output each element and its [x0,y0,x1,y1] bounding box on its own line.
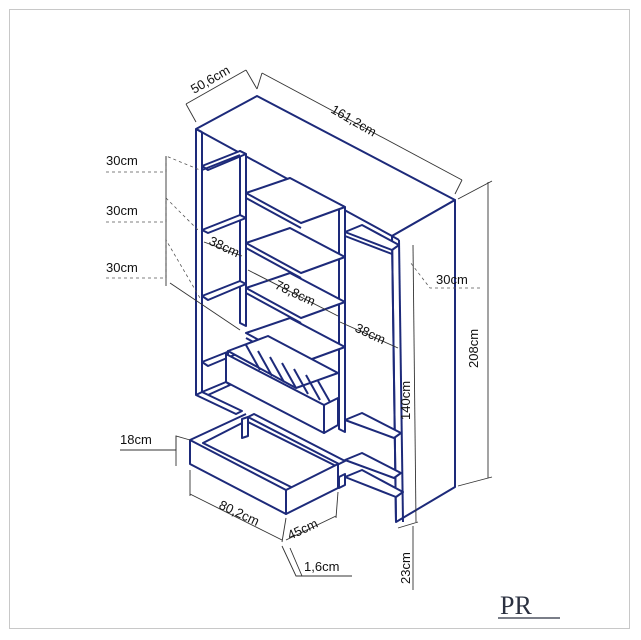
left-shelf-2 [201,214,247,234]
right-shelf-bottom [344,469,404,498]
drawing-frame [9,9,630,629]
left-side-top-edge [195,128,203,133]
cabinet-body [195,95,456,523]
label-panel-thickness: 1,6cm [304,559,339,574]
left-shelf-3 [201,280,247,301]
brand-logo: PR [498,591,560,620]
label-drawer-height: 18cm [120,432,152,447]
label-inner-depth-left: 38cm [207,233,242,260]
label-depth-top: 50,6cm [188,62,232,96]
right-shelf-2 [344,412,402,439]
logo-text: PR [500,591,532,620]
label-drawer-depth: 45cm [285,516,320,543]
upper-drawer-front-panel [323,397,339,434]
label-width-total: 161,2cm [329,102,380,140]
lower-drawer-left-edge [189,413,247,441]
right-side-top-edge [391,235,400,241]
upper-drawer [225,335,339,434]
upper-drawer-dividers [245,344,331,403]
label-drawer-width: 80,2cm [217,497,262,529]
right-side-thickness [398,239,404,523]
label-plinth: 23cm [398,552,413,584]
lower-drawer [189,413,346,515]
lower-section-base [247,413,346,465]
lower-drawer-back-panel [241,416,249,439]
left-shelf-1-front [201,154,241,171]
right-column [338,224,404,498]
label-inner-depth-right: 38cm [353,320,388,347]
dimension-lines [106,69,493,590]
right-shelf-1-front [344,235,393,255]
center-shelf-1 [245,177,346,224]
left-divider [239,150,247,327]
right-shelf-3 [344,452,402,479]
label-drawer-section: 140cm [398,381,413,420]
label-side-shelf: 30cm [436,272,468,287]
label-height-total: 208cm [466,329,481,368]
center-shelf-2 [245,227,346,274]
right-plinth [338,473,346,489]
label-shelf-2: 30cm [106,203,138,218]
right-shelf-1 [344,224,400,251]
center-shelf-1-front [245,197,302,229]
left-plinth [195,391,243,415]
label-shelf-1: 30cm [106,153,138,168]
upper-drawer-back [227,335,339,389]
label-shelf-3: 30cm [106,260,138,275]
right-divider [338,203,346,433]
lower-drawer-right-side [285,463,339,515]
